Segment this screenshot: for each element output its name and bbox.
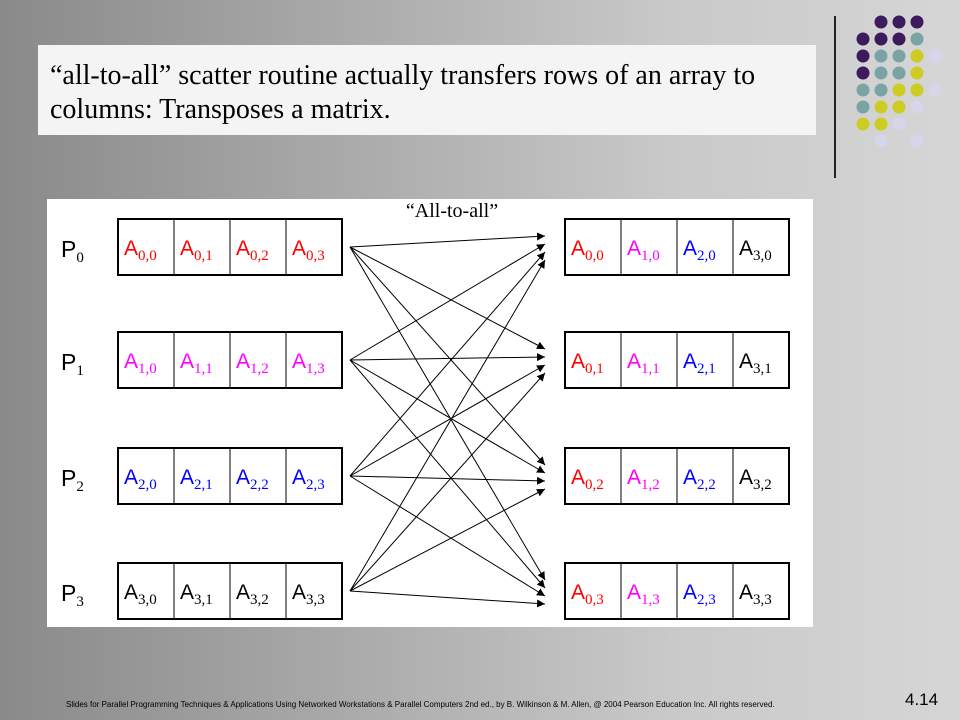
process-label-3: P3 — [61, 580, 84, 610]
left-cell-0-1: A0,1 — [180, 237, 213, 264]
decorative-dot — [910, 66, 924, 80]
decorative-dot — [910, 134, 924, 148]
left-row-3: A3,0 A3,1 A3,2 A3,3 — [117, 562, 343, 620]
decorative-dot — [874, 117, 888, 131]
left-cell-1-3: A1,3 — [292, 350, 325, 377]
arrow-1-3 — [349, 359, 546, 589]
decorative-dot — [892, 66, 906, 80]
right-cell-0-0: A0,0 — [571, 237, 604, 264]
decorative-dot — [910, 83, 924, 97]
arrow-0-2 — [349, 246, 546, 466]
right-cell-3-0: A0,3 — [571, 581, 604, 608]
left-cell-3-0: A3,0 — [124, 581, 157, 608]
decorative-dot — [892, 83, 906, 97]
arrow-3-3 — [349, 590, 546, 608]
right-cell-0-3: A3,0 — [739, 237, 772, 264]
slide-number: 4.14 — [905, 690, 939, 709]
arrow-1-1 — [349, 353, 546, 362]
right-cell-2-3: A3,2 — [739, 466, 772, 493]
arrow-2-1 — [349, 364, 546, 477]
decorative-dot — [874, 49, 888, 63]
decorative-dot — [874, 134, 888, 148]
right-row-0: A0,0 A1,0 A2,0 A3,0 — [564, 218, 790, 276]
decorative-dot — [892, 100, 906, 114]
right-cell-3-1: A1,3 — [627, 581, 660, 608]
left-cell-0-2: A0,2 — [236, 237, 269, 264]
all-to-all-label: “All-to-all” — [406, 200, 498, 222]
arrow-2-3 — [349, 475, 546, 597]
arrow-1-0 — [349, 243, 546, 361]
left-cell-2-0: A2,0 — [124, 466, 157, 493]
left-cell-1-0: A1,0 — [124, 350, 157, 377]
decorative-dot — [874, 66, 888, 80]
decorative-dot — [910, 100, 924, 114]
right-cell-2-2: A2,2 — [683, 466, 716, 493]
decorative-dot — [874, 100, 888, 114]
decorative-dot — [892, 117, 906, 131]
right-cell-2-1: A1,2 — [627, 466, 660, 493]
arrow-3-1 — [349, 372, 546, 592]
arrow-0-0 — [349, 232, 546, 248]
left-row-1: A1,0 A1,1 A1,2 A1,3 — [117, 331, 343, 389]
left-cell-3-2: A3,2 — [236, 581, 269, 608]
decorative-dot — [910, 49, 924, 63]
decorative-dot — [856, 66, 870, 80]
left-cell-2-3: A2,3 — [292, 466, 325, 493]
right-row-1: A0,1 A1,1 A2,1 A3,1 — [564, 331, 790, 389]
title-box: “all-to-all” scatter routine actually tr… — [38, 45, 816, 135]
process-label-1: P1 — [61, 349, 84, 379]
right-cell-1-1: A1,1 — [627, 350, 660, 377]
decorative-dot — [856, 32, 870, 46]
left-cell-3-3: A3,3 — [292, 581, 325, 608]
left-row-2: A2,0 A2,1 A2,2 A2,3 — [117, 447, 343, 505]
left-cell-0-0: A0,0 — [124, 237, 157, 264]
decorative-dot — [892, 32, 906, 46]
left-cell-2-2: A2,2 — [236, 466, 269, 493]
decorative-dot — [892, 49, 906, 63]
decorative-dot — [874, 15, 888, 29]
left-cell-3-1: A3,1 — [180, 581, 213, 608]
decorative-dot — [856, 83, 870, 97]
left-cell-2-1: A2,1 — [180, 466, 213, 493]
right-row-2: A0,2 A1,2 A2,2 A3,2 — [564, 447, 790, 505]
right-cell-0-2: A2,0 — [683, 237, 716, 264]
decorative-divider — [834, 16, 836, 178]
decorative-dot — [910, 15, 924, 29]
process-label-0: P0 — [61, 236, 84, 266]
decorative-dot — [892, 15, 906, 29]
right-cell-1-2: A2,1 — [683, 350, 716, 377]
left-cell-0-3: A0,3 — [292, 237, 325, 264]
decorative-dot — [910, 32, 924, 46]
arrow-3-0 — [349, 259, 546, 592]
process-label-2: P2 — [61, 465, 84, 495]
arrow-2-0 — [349, 251, 546, 477]
arrow-3-2 — [349, 488, 546, 592]
right-row-3: A0,3 A1,3 A2,3 A3,3 — [564, 562, 790, 620]
decorative-dot — [856, 117, 870, 131]
left-cell-1-2: A1,2 — [236, 350, 269, 377]
right-cell-3-3: A3,3 — [739, 581, 772, 608]
decorative-dot — [856, 49, 870, 63]
right-cell-1-0: A0,1 — [571, 350, 604, 377]
right-cell-2-0: A0,2 — [571, 466, 604, 493]
all-to-all-arrows — [349, 232, 546, 608]
arrow-2-2 — [349, 475, 546, 485]
left-row-0: A0,0 A0,1 A0,2 A0,3 — [117, 218, 343, 276]
slide-footer: Slides for Parallel Programming Techniqu… — [66, 700, 775, 709]
arrow-0-1 — [349, 246, 546, 350]
right-cell-1-3: A3,1 — [739, 350, 772, 377]
decorative-dot — [856, 100, 870, 114]
slide-title: “all-to-all” scatter routine actually tr… — [50, 60, 756, 125]
left-cell-1-1: A1,1 — [180, 350, 213, 377]
arrow-0-3 — [349, 246, 546, 581]
arrow-1-2 — [349, 359, 546, 474]
decorative-dot — [928, 49, 942, 63]
decorative-dot — [874, 32, 888, 46]
right-cell-3-2: A2,3 — [683, 581, 716, 608]
decorative-dot — [874, 83, 888, 97]
decorative-dot — [928, 83, 942, 97]
right-cell-0-1: A1,0 — [627, 237, 660, 264]
